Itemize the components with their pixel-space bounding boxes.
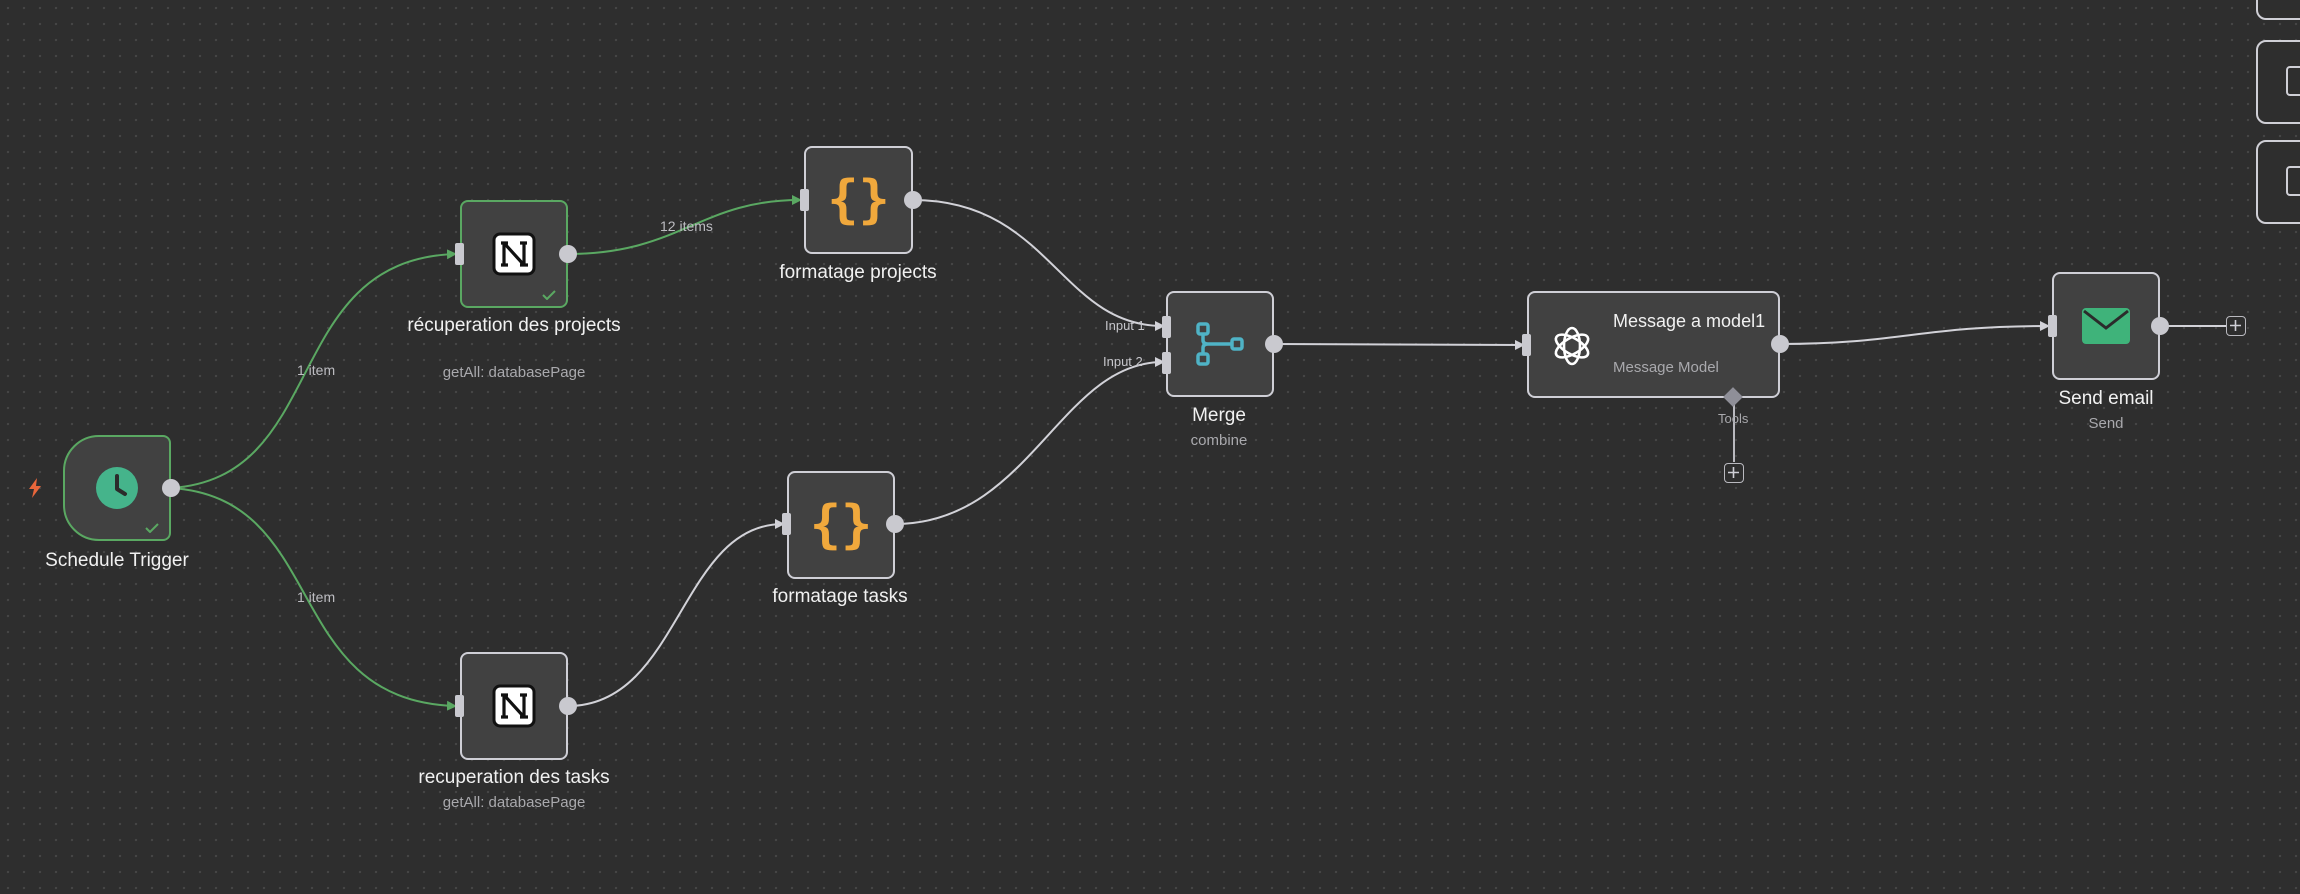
panel-button-top[interactable] (2256, 0, 2300, 20)
panel-square-icon (2286, 66, 2300, 96)
add-tool-button[interactable] (1724, 463, 1744, 483)
node-merge[interactable] (1166, 291, 1274, 397)
node-schedule-trigger[interactable] (63, 435, 171, 541)
input-handle[interactable] (782, 513, 791, 535)
edge-tasks-to-format[interactable] (567, 519, 785, 707)
output-handle[interactable] (1771, 335, 1789, 353)
add-node-button[interactable] (2226, 316, 2246, 336)
node-subtitle-send-email: Send (2088, 415, 2124, 432)
node-formatage-projects[interactable]: {} (804, 146, 913, 254)
plus-icon (2230, 320, 2241, 331)
lightning-icon (29, 478, 41, 498)
merge-icon (1196, 322, 1244, 366)
output-handle[interactable] (904, 191, 922, 209)
node-label-merge: Merge (1192, 405, 1246, 426)
panel-square-icon (2286, 166, 2300, 196)
edge-projects-to-format[interactable] (567, 195, 802, 255)
output-handle[interactable] (559, 245, 577, 263)
edge-format-projects-to-merge[interactable] (912, 199, 1165, 331)
output-handle[interactable] (2151, 317, 2169, 335)
node-recuperation-projects[interactable] (460, 200, 568, 308)
code-braces-icon: {} (827, 170, 890, 230)
input-handle-2[interactable] (1162, 352, 1171, 374)
node-label-formatage-projects: formatage projects (779, 262, 937, 283)
port-label-input-2: Input 2 (1103, 354, 1143, 369)
panel-button-middle[interactable] (2256, 40, 2300, 124)
output-handle[interactable] (886, 515, 904, 533)
success-check-icon (145, 523, 159, 533)
input-handle[interactable] (2048, 315, 2057, 337)
edge-label-projects-format: 12 items (660, 218, 713, 234)
node-recuperation-tasks[interactable] (460, 652, 568, 760)
edge-merge-to-model[interactable] (1273, 339, 1525, 350)
edge-label-trigger-tasks: 1 item (297, 589, 336, 605)
input-handle[interactable] (455, 695, 464, 717)
edge-model-to-email[interactable] (1779, 321, 2050, 345)
clock-icon (96, 467, 138, 509)
node-subtitle-recuperation-tasks: getAll: databasePage (442, 794, 586, 811)
notion-icon (492, 232, 536, 276)
plus-icon (1728, 467, 1739, 478)
input-handle-1[interactable] (1162, 316, 1171, 338)
input-handle[interactable] (800, 189, 809, 211)
edge-label-trigger-projects: 1 item (297, 362, 336, 378)
node-label-recuperation-tasks: recuperation des tasks (418, 767, 610, 788)
node-subtitle-recuperation-projects: getAll: databasePage (442, 364, 586, 381)
edge-trigger-to-projects[interactable] (170, 249, 457, 489)
node-subtitle-message-model: Message Model (1613, 359, 1719, 376)
input-handle[interactable] (1522, 334, 1531, 356)
openai-icon (1554, 326, 1590, 366)
port-label-tools: Tools (1718, 411, 1749, 426)
node-label-formatage-tasks: formatage tasks (772, 586, 908, 607)
code-braces-icon: {} (809, 495, 873, 555)
node-title-message-model: Message a model1 (1613, 311, 1766, 331)
input-handle[interactable] (455, 243, 464, 265)
node-formatage-tasks[interactable]: {} (787, 471, 895, 579)
node-label-recuperation-projects: récuperation des projects (407, 315, 621, 336)
notion-icon (492, 684, 536, 728)
output-handle[interactable] (559, 697, 577, 715)
output-handle[interactable] (162, 479, 180, 497)
output-handle[interactable] (1265, 335, 1283, 353)
node-subtitle-merge: combine (1190, 432, 1248, 449)
node-message-model[interactable]: Message a model1 Message Model (1527, 291, 1780, 398)
edge-trigger-to-tasks[interactable] (170, 487, 457, 711)
node-send-email[interactable] (2052, 272, 2160, 380)
node-label-schedule-trigger: Schedule Trigger (45, 550, 189, 571)
node-label-send-email: Send email (2058, 388, 2154, 409)
success-check-icon (542, 290, 556, 300)
panel-button-bottom[interactable] (2256, 140, 2300, 224)
edge-format-tasks-to-merge[interactable] (894, 357, 1165, 525)
port-label-input-1: Input 1 (1105, 318, 1145, 333)
email-icon (2082, 308, 2130, 344)
